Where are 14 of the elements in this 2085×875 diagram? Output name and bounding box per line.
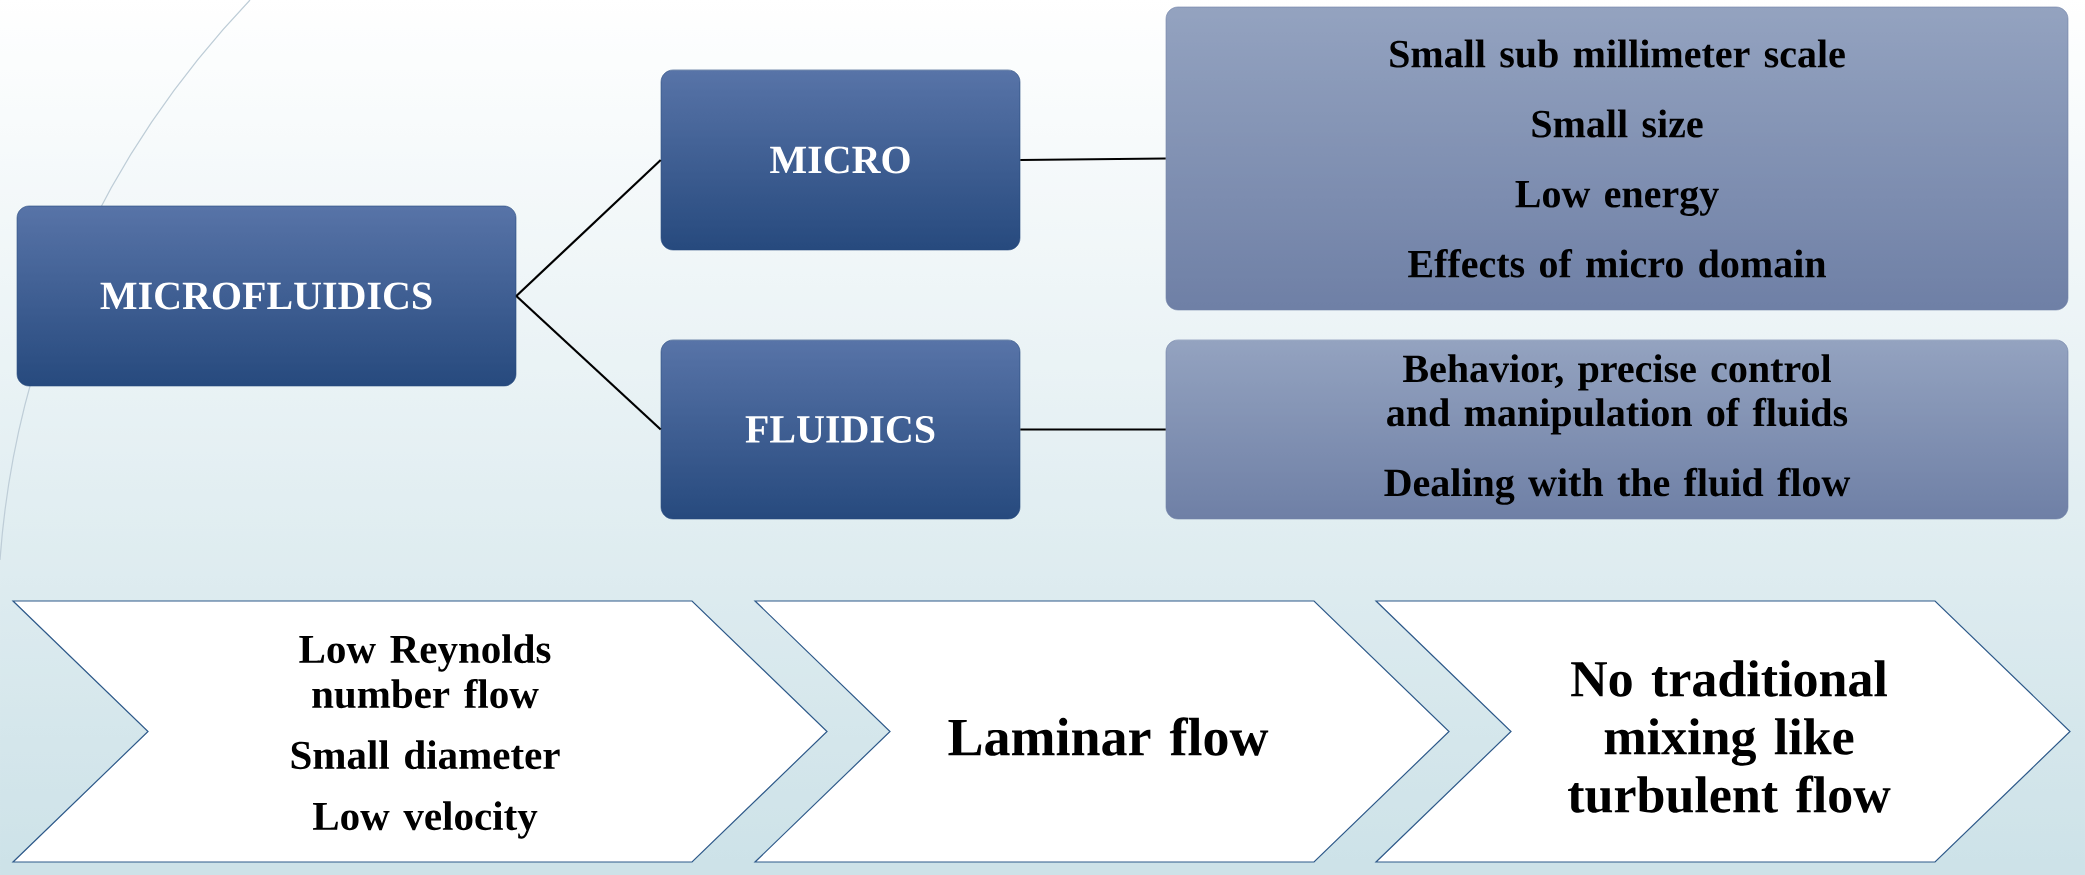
- description-box: Small sub millimeter scale Small size Low energy Effects of micro domain: [1165, 6, 2069, 311]
- description-box: Behavior, precise control and manipulation of fluids Dealing with the fluid flow: [1165, 339, 2069, 520]
- process-box: FLUIDICS: [660, 339, 1021, 520]
- connector-line: [515, 295, 662, 431]
- process-box: MICROFLUIDICS: [16, 205, 517, 387]
- connector-line: [515, 159, 662, 297]
- node-label: No traditional mixing like turbulent flow: [1568, 660, 1891, 813]
- node-label: Laminar flow: [948, 717, 1269, 756]
- connector-line: [1020, 157, 1166, 162]
- process-box: MICRO: [660, 69, 1021, 251]
- connector-line: [1020, 428, 1166, 431]
- node-label: Low velocity: [312, 801, 538, 839]
- node-label: Low Reynolds number flow: [299, 634, 551, 709]
- node-label: Small diameter: [291, 740, 560, 770]
